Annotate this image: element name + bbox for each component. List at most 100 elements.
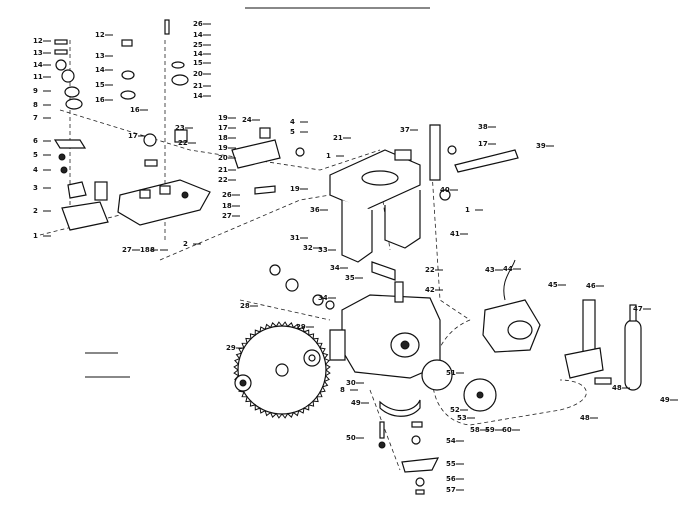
part-label: 59	[485, 426, 495, 434]
part-label: 7	[33, 114, 38, 122]
part-label: 26	[222, 191, 232, 199]
part-label: 16	[95, 96, 105, 104]
part-label: 14	[95, 66, 105, 74]
part-label: 16	[130, 106, 140, 114]
part-label: 55	[446, 460, 456, 468]
part-label: 49	[660, 396, 670, 404]
part-label: 57	[446, 486, 456, 494]
part-label: 51	[446, 369, 456, 377]
part-label: 13	[95, 52, 105, 60]
part-label: 40	[440, 186, 450, 194]
part-label: 12	[95, 31, 105, 39]
part-label: 1	[326, 152, 331, 160]
part-label: 15	[193, 59, 203, 67]
part-label: 33	[318, 246, 328, 254]
part-label: 58	[470, 426, 480, 434]
handle-assembly	[429, 124, 519, 201]
part-label: 19	[290, 185, 300, 193]
part-label: 48	[580, 414, 590, 422]
part-label: 56	[446, 475, 456, 483]
part-label: 5	[290, 128, 295, 136]
left-hardware-stack	[53, 39, 109, 231]
part-label: 32	[303, 244, 313, 252]
part-label: 18	[218, 134, 228, 142]
part-label: 3	[33, 184, 38, 192]
motor-housing	[329, 149, 421, 281]
part-label: 13	[33, 49, 43, 57]
part-label: 45	[548, 281, 558, 289]
part-label: 36	[310, 206, 320, 214]
part-label: 19	[218, 144, 228, 152]
part-label: 24	[242, 116, 252, 124]
part-label: 52	[450, 406, 460, 414]
yoke-handle	[564, 299, 642, 391]
part-label: 5	[33, 151, 38, 159]
part-label: 21	[333, 134, 343, 142]
saw-blade	[233, 321, 331, 419]
part-label: 29	[226, 344, 236, 352]
part-label: 23	[175, 124, 185, 132]
part-label: 20	[218, 154, 228, 162]
part-label: 8	[150, 246, 155, 254]
part-label: 4	[290, 118, 295, 126]
part-label: 20	[193, 70, 203, 78]
part-label: 39	[536, 142, 546, 150]
part-label: 2	[33, 207, 38, 215]
part-label: 46	[586, 282, 596, 290]
part-label: 31	[290, 234, 300, 242]
part-label: 35	[345, 274, 355, 282]
part-label: 42	[425, 286, 435, 294]
part-label: 27	[122, 246, 132, 254]
part-label: 22	[178, 139, 188, 147]
part-label: 8	[340, 386, 345, 394]
part-label: 1	[33, 232, 38, 240]
part-label: 29	[296, 323, 306, 331]
switch-box	[482, 259, 541, 353]
part-label: 47	[633, 305, 643, 313]
part-label: 15	[95, 81, 105, 89]
bottom-hardware	[378, 421, 440, 495]
part-label: 27	[222, 212, 232, 220]
part-label: 18	[140, 246, 150, 254]
part-label: 48	[612, 384, 622, 392]
part-label: 17	[128, 132, 138, 140]
part-label: 26	[193, 20, 203, 28]
part-label: 41	[450, 230, 460, 238]
part-label: 53	[457, 414, 467, 422]
part-label: 50	[346, 434, 356, 442]
part-label: 34	[330, 264, 340, 272]
part-label: 4	[33, 166, 38, 174]
part-label: 34	[318, 294, 328, 302]
part-label: 14	[193, 31, 203, 39]
motor-block	[329, 294, 441, 379]
part-label: 14	[33, 61, 43, 69]
part-label: 44	[503, 265, 513, 273]
part-label: 6	[33, 137, 38, 145]
washer-set	[269, 264, 404, 310]
part-label: 1	[465, 206, 470, 214]
part-label: 8	[33, 101, 38, 109]
part-label: 12	[33, 37, 43, 45]
part-label: 43	[485, 266, 495, 274]
part-label: 49	[351, 399, 361, 407]
part-label: 2	[183, 240, 188, 248]
part-label: 19	[218, 114, 228, 122]
part-number-labels: 1213141198765432112131415162614251415202…	[33, 20, 678, 494]
part-label: 38	[478, 123, 488, 131]
carriage-assembly	[117, 19, 211, 226]
part-label: 22	[425, 266, 435, 274]
part-label: 17	[478, 140, 488, 148]
part-label: 22	[218, 176, 228, 184]
part-label: 18	[222, 202, 232, 210]
part-label: 37	[400, 126, 410, 134]
fan-flange	[379, 359, 497, 417]
part-label: 60	[502, 426, 512, 434]
part-label: 11	[33, 73, 43, 81]
part-label: 21	[193, 82, 203, 90]
blade-washers	[234, 349, 321, 392]
part-label: 9	[33, 87, 38, 95]
part-label: 21	[218, 166, 228, 174]
bracket-part	[231, 127, 305, 195]
